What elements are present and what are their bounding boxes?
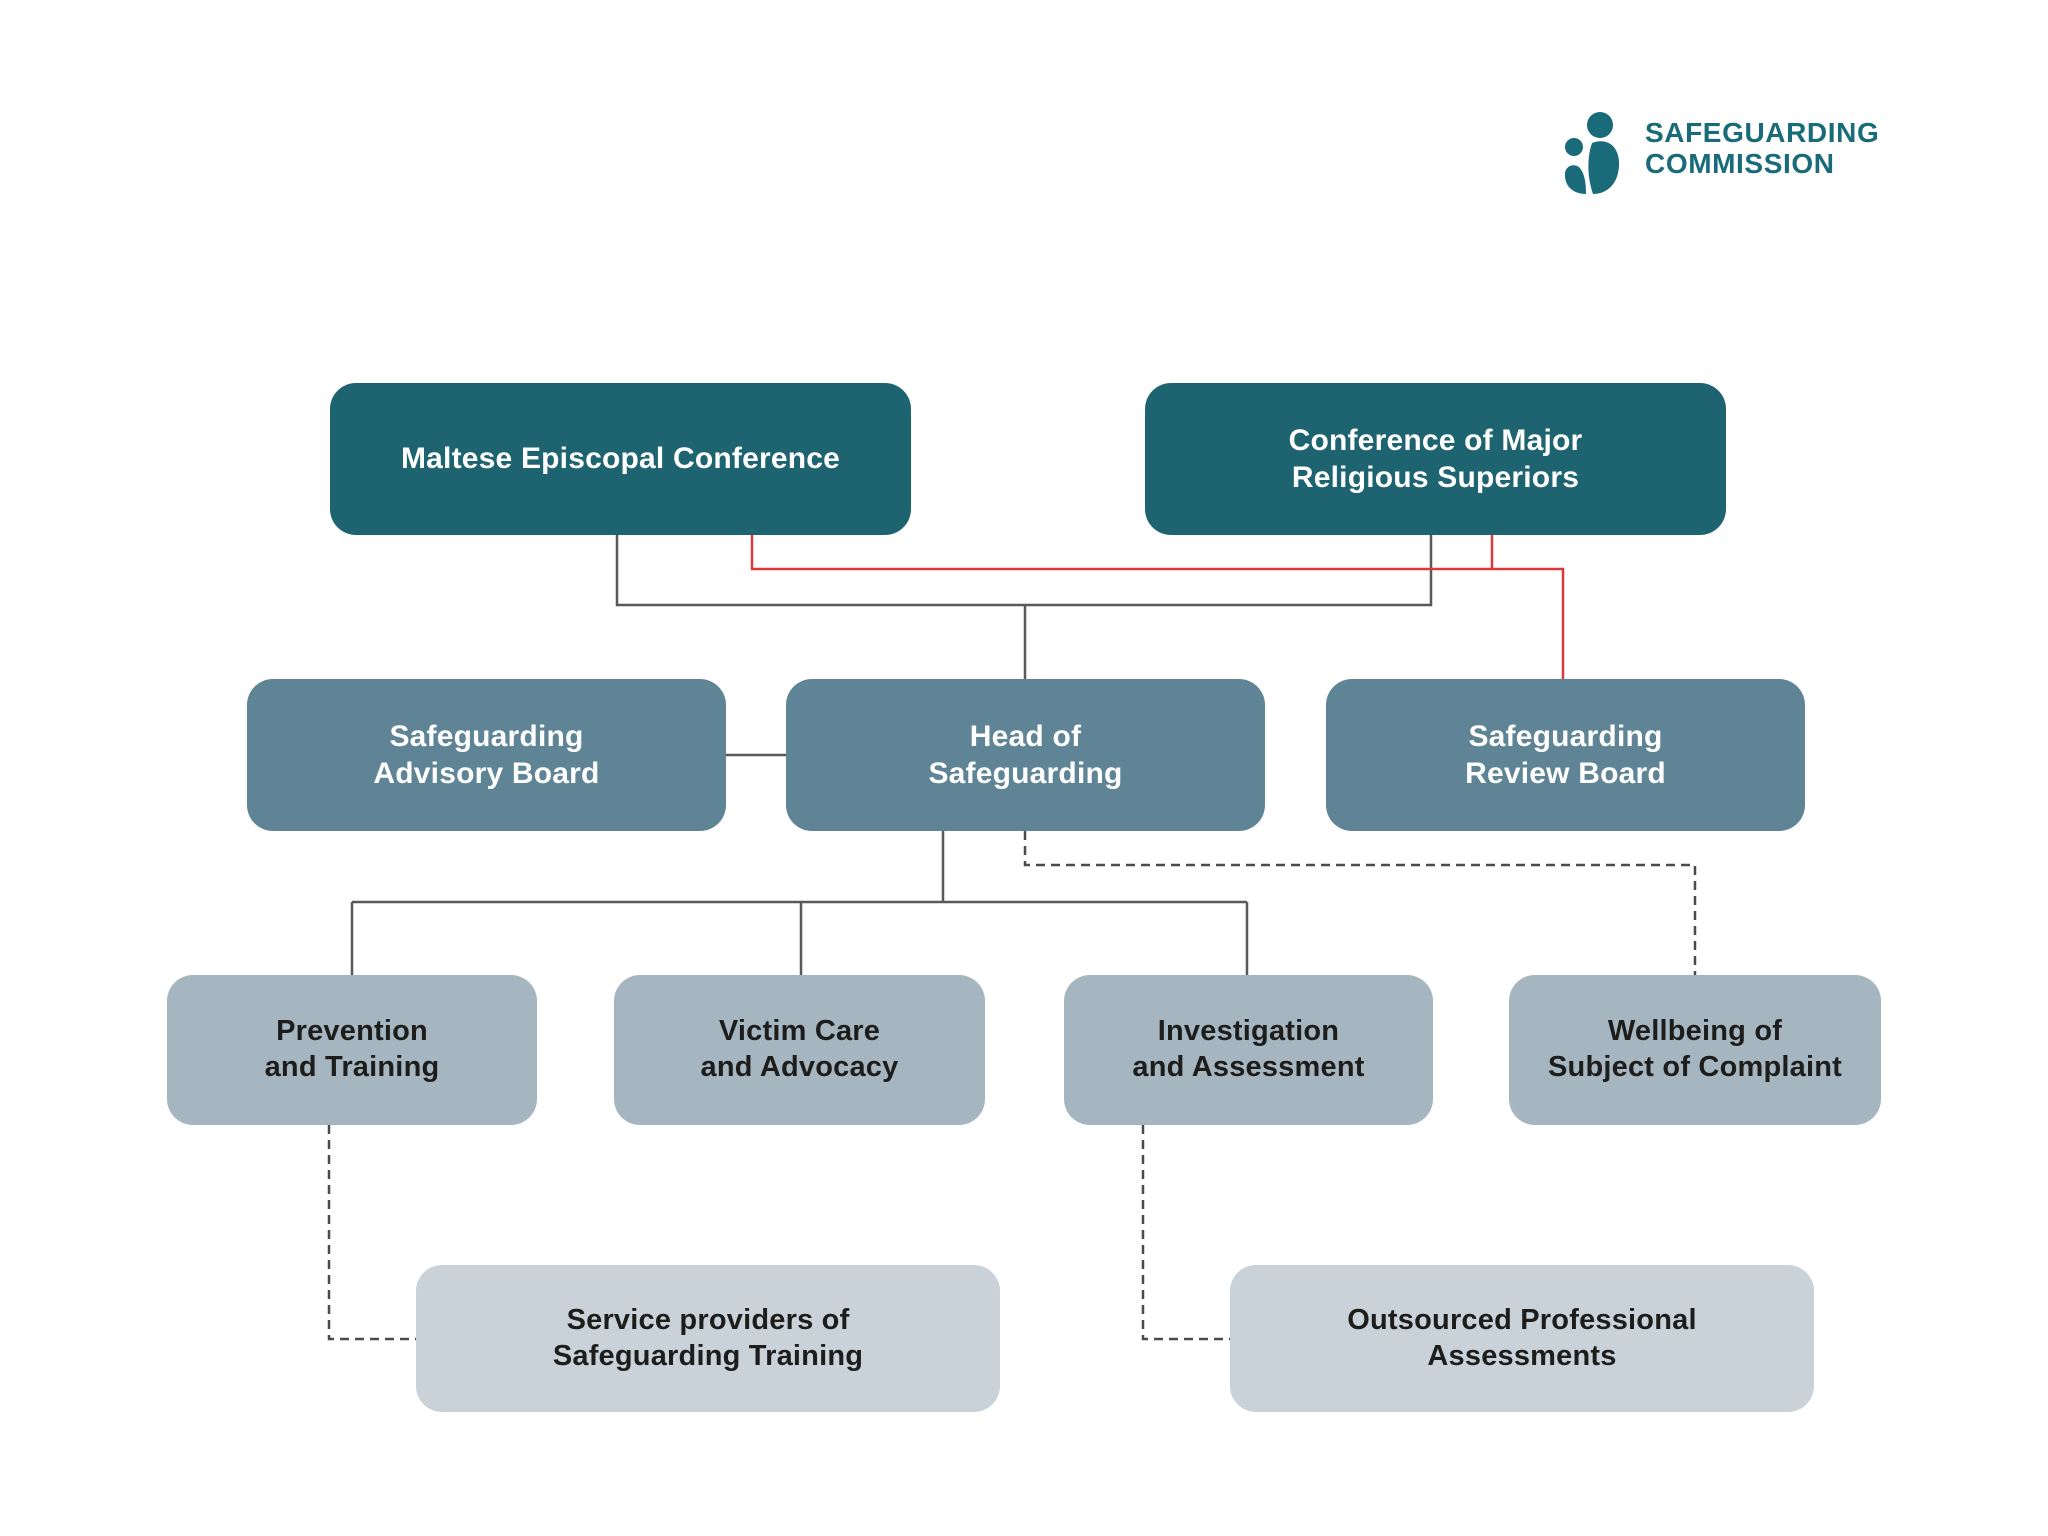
- node-label: Service providers of Safeguarding Traini…: [552, 1303, 864, 1372]
- node-conference-of-major-religious-superiors: Conference of Major Religious Superiors: [1145, 383, 1726, 535]
- connector-red-to-review-board: [750, 534, 1565, 679]
- node-label: Victim Care and Advocacy: [700, 1015, 899, 1083]
- safeguarding-commission-logo-icon: [1564, 112, 1620, 194]
- node-victim-care-and-advocacy: Victim Care and Advocacy: [614, 975, 985, 1125]
- node-label: Prevention and Training: [264, 1015, 440, 1083]
- node-label: Head of Safeguarding: [928, 719, 1123, 790]
- node-wellbeing-of-subject-of-complaint: Wellbeing of Subject of Complaint: [1509, 975, 1881, 1125]
- node-outsourced-professional-assessments: Outsourced Professional Assessments: [1230, 1265, 1814, 1412]
- logo-text: SAFEGUARDING COMMISSION: [1645, 117, 1879, 179]
- node-label: Safeguarding Advisory Board: [373, 719, 600, 790]
- node-maltese-episcopal-conference: Maltese Episcopal Conference: [330, 383, 911, 535]
- node-label: Conference of Major Religious Superiors: [1288, 423, 1583, 494]
- safeguarding-commission-logo: SAFEGUARDING COMMISSION: [1563, 105, 1879, 195]
- connector-head-to-wellbeing-dashed: [1023, 831, 1697, 975]
- connector-prevention-to-service-providers-dashed: [327, 1125, 416, 1341]
- connector-investigation-to-outsourced-dashed: [1141, 1125, 1230, 1341]
- node-label: Maltese Episcopal Conference: [400, 442, 841, 476]
- node-label: Outsourced Professional Assessments: [1347, 1303, 1697, 1372]
- connector-top-boxes-join-bar: [615, 534, 1433, 607]
- node-safeguarding-advisory-board: Safeguarding Advisory Board: [247, 679, 726, 831]
- node-label: Wellbeing of Subject of Complaint: [1548, 1015, 1842, 1083]
- node-label: Safeguarding Review Board: [1465, 719, 1666, 790]
- node-investigation-and-assessment: Investigation and Assessment: [1064, 975, 1433, 1125]
- node-safeguarding-review-board: Safeguarding Review Board: [1326, 679, 1805, 831]
- logo-text-line2: COMMISSION: [1645, 148, 1835, 179]
- red-connectors: [750, 534, 1565, 679]
- node-head-of-safeguarding: Head of Safeguarding: [786, 679, 1265, 831]
- node-service-providers-of-safeguarding-training: Service providers of Safeguarding Traini…: [416, 1265, 1000, 1412]
- node-prevention-and-training: Prevention and Training: [167, 975, 537, 1125]
- node-label: Investigation and Assessment: [1132, 1015, 1365, 1083]
- logo-text-line1: SAFEGUARDING: [1645, 117, 1880, 148]
